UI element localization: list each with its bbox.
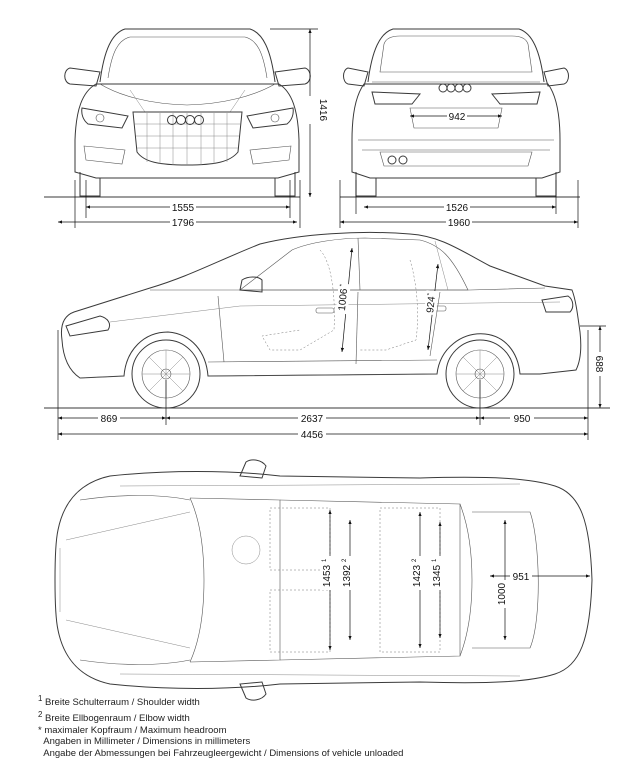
rear-shoulder-width-label: 1423 <box>412 564 423 587</box>
front-shoulder-width-label: 1453 <box>322 564 333 587</box>
wheelbase-label: 2637 <box>301 414 324 425</box>
footnotes: 1 Breite Schulterraum / Shoulder width 2… <box>38 693 403 759</box>
footnote: 2 Breite Ellbogenraum / Elbow width <box>38 709 190 724</box>
footnote: Angabe der Abmessungen bei Fahrzeugleerg… <box>43 747 404 759</box>
footnote: Angaben in Millimeter / Dimensions in mi… <box>43 736 251 748</box>
front-rear-dimension-lines <box>58 28 579 228</box>
rear-width-label: 1960 <box>448 218 471 229</box>
rear-track-label: 1526 <box>446 203 469 214</box>
front-shoulder-sup: 1 <box>322 558 328 562</box>
front-width-label: 1796 <box>172 218 195 229</box>
footnote: * maximaler Kopfraum / Maximum headroom <box>38 724 227 736</box>
trunk-depth-label: 951 <box>513 572 530 583</box>
rear-headroom-star: * <box>427 292 433 296</box>
side-view <box>44 231 610 409</box>
rear-elbow-width-label: 1345 <box>432 564 443 587</box>
dimension-labels: 1555 1796 1416 1526 1960 942 869 2637 95… <box>98 96 606 608</box>
front-elbow-width-label: 1392 <box>342 564 353 587</box>
height-label: 1416 <box>317 99 328 122</box>
top-view <box>54 459 593 701</box>
footnote: 1 Breite Schulterraum / Shoulder width <box>38 694 200 709</box>
front-overhang-label: 869 <box>101 414 118 425</box>
rear-view <box>340 28 580 198</box>
trunk-width-label: 1000 <box>497 582 508 605</box>
front-track-label: 1555 <box>172 203 195 214</box>
trunk-opening-label: 942 <box>449 112 466 123</box>
front-headroom-star: * <box>339 283 345 287</box>
front-headroom-label: 1006 <box>337 288 350 312</box>
rear-headroom-label: 924 <box>425 295 438 313</box>
side-dimension-lines <box>57 247 606 440</box>
rear-shoulder-sup: 2 <box>412 558 418 562</box>
front-view <box>44 28 311 198</box>
rear-overhang-label: 950 <box>514 414 531 425</box>
rear-elbow-sup: 1 <box>432 558 438 562</box>
front-elbow-sup: 2 <box>342 558 348 562</box>
loading-height-label: 688 <box>593 356 604 373</box>
overall-length-label: 4456 <box>301 430 324 441</box>
